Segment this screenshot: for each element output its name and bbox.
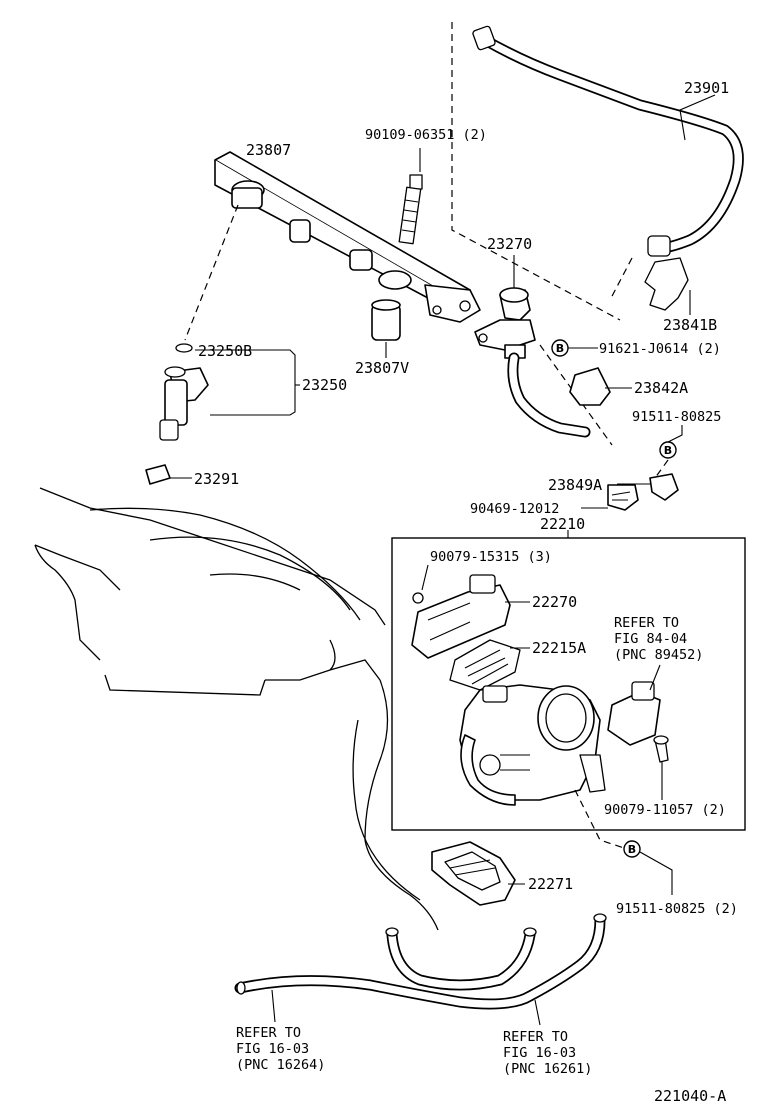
callout-23270: 23270 <box>487 235 532 253</box>
callout-91511-80825: 91511-80825 <box>632 409 721 425</box>
leader-line <box>649 664 661 691</box>
fuel-hose-23901 <box>472 25 744 257</box>
throttle-body-22210 <box>411 574 669 806</box>
callout-91511-80825-2: 91511-80825 (2) <box>616 901 738 917</box>
refer-line-1: REFER TO <box>503 1029 568 1045</box>
refer-line-3: (PNC 16261) <box>503 1061 592 1077</box>
leader-dashed <box>609 257 633 301</box>
marker-b-text: B <box>556 342 564 355</box>
callout-23291: 23291 <box>194 470 239 488</box>
callout-91621-j0614: 91621-J0614 (2) <box>599 341 721 357</box>
marker-b-3: B <box>623 840 641 858</box>
leader-dashed <box>574 789 631 851</box>
callout-90469-12012: 90469-12012 <box>470 501 559 517</box>
bracket-23849a <box>607 473 679 511</box>
refer-note-89452: REFER TO FIG 84-04 (PNC 89452) <box>614 615 703 663</box>
leader-line <box>639 851 673 895</box>
marker-b-text: B <box>628 843 636 856</box>
gasket-22271 <box>431 841 516 906</box>
marker-b-text: B <box>664 444 672 457</box>
injector-23250 <box>159 343 209 441</box>
callout-23842a: 23842A <box>634 379 688 397</box>
leader-line <box>421 564 429 591</box>
marker-b-1: B <box>551 339 569 357</box>
spacer-23807v <box>371 299 401 341</box>
leader-line <box>679 94 716 141</box>
callout-23250b: 23250B <box>198 342 252 360</box>
water-hoses <box>234 913 607 1010</box>
fuel-rail-23807 <box>214 151 481 323</box>
callout-22215a: 22215A <box>532 639 586 657</box>
callout-90079-11057: 90079-11057 (2) <box>604 802 726 818</box>
leader-dashed <box>184 204 239 341</box>
refer-line-1: REFER TO <box>236 1025 301 1041</box>
leader-line <box>271 989 276 1023</box>
callout-22210: 22210 <box>540 515 585 533</box>
refer-line-3: (PNC 89452) <box>614 647 703 663</box>
pressure-regulator-23270 <box>474 287 536 359</box>
callout-22271: 22271 <box>528 875 573 893</box>
grommet-23291 <box>145 464 171 485</box>
callout-90109-06351: 90109-06351 (2) <box>365 127 487 143</box>
refer-line-2: FIG 16-03 <box>503 1045 576 1061</box>
refer-note-16261: REFER TO FIG 16-03 (PNC 16261) <box>503 1029 592 1077</box>
refer-line-2: FIG 84-04 <box>614 631 687 647</box>
refer-line-2: FIG 16-03 <box>236 1041 309 1057</box>
leader-dashed <box>451 22 621 321</box>
leader-dashed <box>654 459 669 479</box>
callout-90079-15315: 90079-15315 (3) <box>430 549 552 565</box>
clip-23841b <box>644 257 689 311</box>
callout-23901: 23901 <box>684 79 729 97</box>
callout-23807v: 23807V <box>355 359 409 377</box>
callout-22270: 22270 <box>532 593 577 611</box>
leader-line <box>667 425 683 443</box>
refer-line-1: REFER TO <box>614 615 679 631</box>
marker-b-2: B <box>659 441 677 459</box>
bracket-23250 <box>195 349 296 416</box>
bolt-90109 <box>398 174 423 245</box>
diagram-id: 221040-A <box>654 1087 726 1105</box>
clamp-23842a <box>569 367 611 406</box>
vacuum-hose <box>507 352 591 438</box>
callout-23841b: 23841B <box>663 316 717 334</box>
engine-cover-outline <box>34 487 439 931</box>
callout-23807: 23807 <box>246 141 291 159</box>
refer-note-16264: REFER TO FIG 16-03 (PNC 16264) <box>236 1025 325 1073</box>
callout-23849a: 23849A <box>548 476 602 494</box>
callout-23250: 23250 <box>302 376 347 394</box>
refer-line-3: (PNC 16264) <box>236 1057 325 1073</box>
leader-line <box>534 999 541 1026</box>
